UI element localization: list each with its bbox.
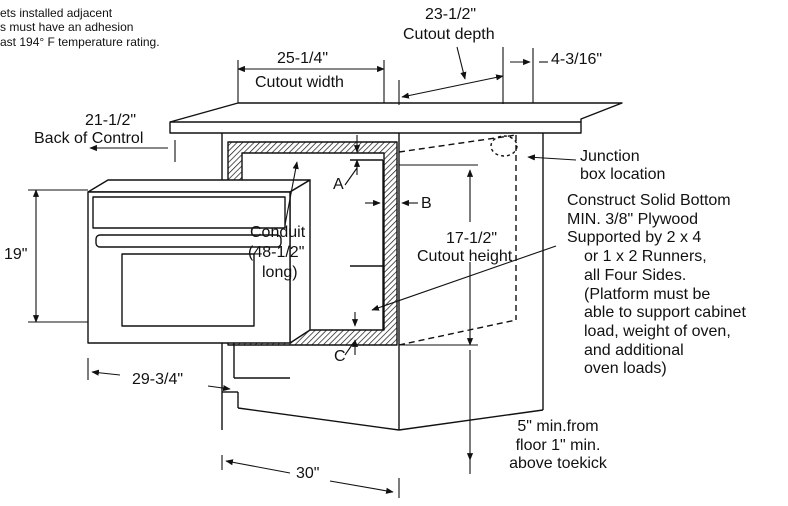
cutout-width-label: Cutout width — [255, 74, 344, 91]
platform-note-line: or 1 x 2 Runners, — [584, 248, 707, 266]
platform-note-line: all Four Sides. — [584, 266, 687, 284]
platform-note-line: and additional — [584, 341, 684, 359]
cutout-depth-label: Cutout depth — [403, 26, 495, 43]
gap-c-label: C — [334, 348, 346, 365]
oven-width-value: 29-3/4" — [132, 371, 184, 388]
platform-note-line: MIN. 3/8" Plywood — [567, 210, 699, 228]
junction-box — [490, 135, 518, 157]
floor-note-line: 5" min.from — [517, 418, 599, 435]
floor-note: 5" min.from floor 1" min. above toekick — [498, 418, 618, 474]
conduit-label-line-3: long) — [262, 264, 298, 281]
platform-note-line: load, weight of oven, — [584, 323, 731, 341]
conduit-label-line-1: Conduit — [250, 224, 306, 241]
floor-note-line: floor 1" min. — [515, 436, 601, 454]
adhesion-note-line-3: ast 194° F temperature rating. — [0, 34, 160, 49]
junction-label-line-1: Junction — [580, 148, 640, 165]
cutout-depth-outline — [398, 134, 517, 346]
conduit-leader — [284, 161, 299, 226]
floor-note-line: above toekick — [509, 455, 607, 473]
gap-a-label: A — [333, 176, 344, 193]
platform-note: Construct Solid Bottom MIN. 3/8" Plywood… — [567, 192, 746, 379]
junction-label-line-2: box location — [580, 166, 666, 183]
adhesion-note: ets installed adjacent s must have an ad… — [0, 6, 160, 49]
platform-note-line: oven loads) — [584, 360, 667, 378]
oven — [87, 179, 311, 379]
back-of-control-label: Back of Control — [34, 130, 144, 147]
cabinet — [221, 133, 544, 431]
countertop — [169, 102, 623, 134]
cutout-depth-dim — [401, 74, 504, 99]
side-gap-value: 4-3/16" — [551, 51, 603, 68]
cutout-depth-value: 23-1/2" — [425, 6, 477, 23]
junction-leader — [527, 154, 577, 161]
platform-leader — [371, 245, 557, 311]
cutout-width-value: 25-1/4" — [277, 50, 329, 67]
conduit-label-line-2: (48-1/2" — [248, 244, 305, 261]
platform-note-line: Supported by 2 x 4 — [567, 229, 702, 247]
gap-b-label: B — [421, 195, 432, 212]
platform-note-line: Construct Solid Bottom — [567, 192, 731, 209]
cutout-height-value: 17-1/2" — [446, 230, 498, 247]
platform-note-line: able to support cabinet — [584, 304, 746, 322]
gap-a-leader — [344, 167, 358, 186]
cutout-height-label: Cutout height — [417, 248, 513, 265]
cabinet-width-value: 30" — [296, 465, 320, 482]
adhesion-note-line-2: s must have an adhesion — [0, 20, 134, 35]
oven-height-value: 19" — [4, 246, 28, 263]
back-of-control-value: 21-1/2" — [85, 112, 137, 129]
platform-note-line: (Platform must be — [584, 285, 711, 303]
adhesion-note-line-1: ets installed adjacent — [0, 6, 113, 20]
